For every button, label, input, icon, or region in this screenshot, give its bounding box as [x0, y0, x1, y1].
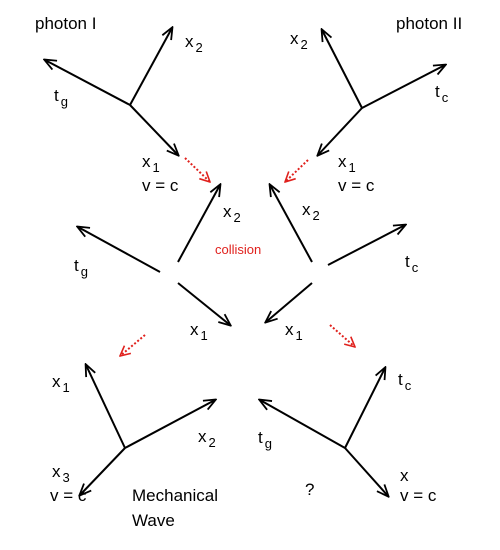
photon-1-axis-t: [45, 60, 131, 106]
wave-axis-x3: [80, 447, 126, 495]
collision-label: collision: [215, 242, 262, 257]
incoming-arrow-right: [285, 159, 309, 182]
collision-left-frame: [78, 185, 230, 325]
unknown-speed: v = c: [400, 486, 437, 505]
photon-2-frame: [318, 30, 445, 155]
collision-left-axis-t: [78, 227, 161, 273]
photon-1-speed: v = c: [142, 176, 179, 195]
mechanical-wave-frame: [80, 365, 215, 495]
outgoing-arrow-left: [120, 334, 146, 356]
photon-1-title: photon I: [35, 14, 97, 33]
wave-axis-x1: [86, 365, 126, 449]
wave-axis-x2: [124, 400, 215, 449]
photon-1-axis-x2: [129, 28, 172, 106]
unknown-axis-tc: [344, 368, 385, 449]
incoming-arrow-left: [184, 157, 210, 182]
unknown-axis-x: [344, 447, 388, 496]
photon-2-axis-x1: [318, 107, 363, 155]
unknown-x-label: x: [400, 466, 409, 485]
unknown-axis-tg: [260, 400, 346, 449]
collision-right-axis-x2: [270, 185, 313, 263]
wave-caption-line1: Mechanical: [132, 486, 218, 505]
photon-2-axis-x2: [322, 30, 363, 109]
collision-right-frame: [266, 185, 405, 322]
unknown-question-mark: ?: [305, 480, 315, 499]
photon-2-speed: v = c: [338, 176, 375, 195]
collision-right-axis-x1: [266, 282, 313, 322]
outgoing-arrow-right: [329, 324, 355, 347]
collision-left-axis-x2: [177, 185, 220, 263]
photon-2-title: photon II: [396, 14, 463, 33]
collision-right-axis-t: [327, 225, 405, 266]
wave-speed: v = c: [50, 486, 87, 505]
unknown-frame: [260, 368, 388, 496]
photon-1-axis-x1: [129, 104, 178, 155]
wave-caption-line2: Wave: [132, 511, 175, 530]
collision-left-axis-x1: [177, 282, 230, 325]
photon-2-axis-t: [361, 65, 445, 109]
photon-1-frame: [45, 28, 178, 155]
